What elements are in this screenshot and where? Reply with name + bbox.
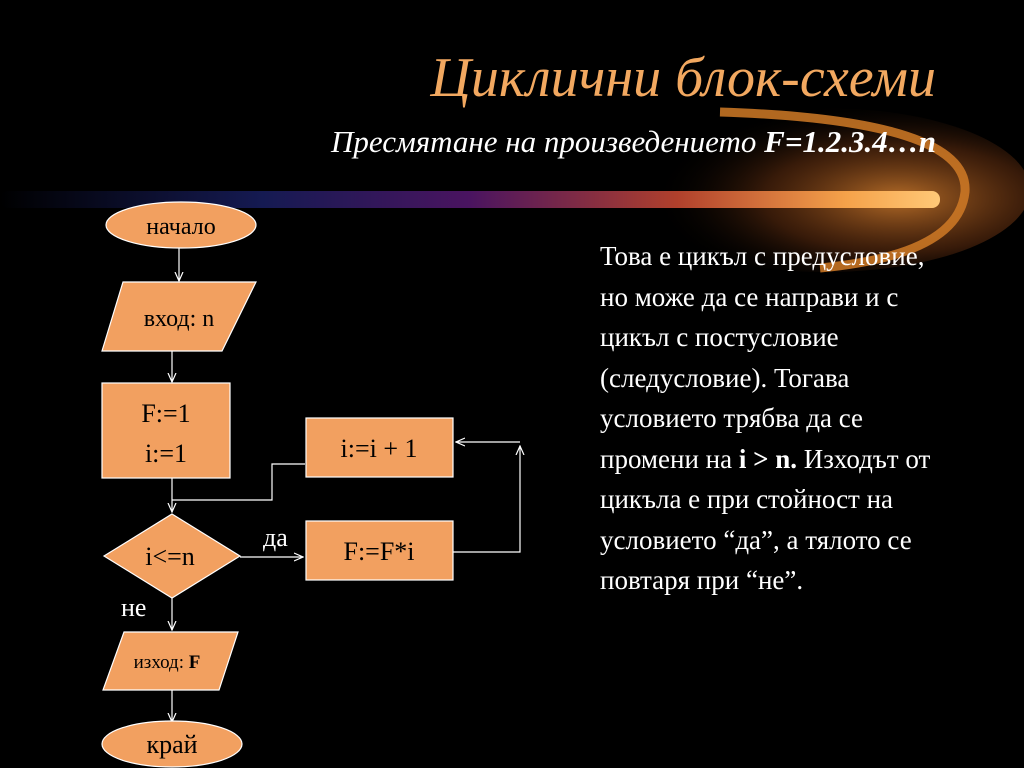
increment-block: i:=i + 1 <box>305 417 454 478</box>
init-block: F:=1 i:=1 <box>101 382 231 479</box>
explanation-part2: Изходът от цикъла е при стойност на усло… <box>600 443 931 596</box>
condition-label: i<=n <box>145 542 195 571</box>
output-prefix: изход: <box>134 652 189 673</box>
slide-title: Циклични блок-схеми <box>430 47 936 109</box>
increment-label: i:=i + 1 <box>341 434 418 463</box>
subtitle-formula: F=1.2.3.4…n <box>764 124 936 159</box>
body-label: F:=F*i <box>343 537 414 566</box>
orange-glow <box>620 108 1024 272</box>
condition-diamond: i<=n <box>102 513 242 599</box>
start-terminal: начало <box>105 201 257 249</box>
explanation-text: Това е цикъл с предусловие, но може да с… <box>600 236 945 601</box>
connector-body-loop-up <box>453 446 520 553</box>
init-line2: i:=1 <box>145 439 187 468</box>
end-terminal: край <box>101 720 243 768</box>
connector-increment-return <box>172 463 305 501</box>
explanation-part1: Това е цикъл с предусловие, но може да с… <box>600 241 925 474</box>
output-label: изход: F <box>134 652 201 673</box>
init-line1: F:=1 <box>141 399 190 428</box>
slide-subtitle: Пресмятане на произведението F=1.2.3.4…n <box>331 126 936 157</box>
decorative-band <box>0 191 940 208</box>
output-var: F <box>189 652 201 673</box>
end-label: край <box>146 730 197 759</box>
input-block: вход: n <box>101 281 257 352</box>
input-label: вход: n <box>144 306 215 332</box>
orange-swoosh <box>719 107 970 273</box>
body-block: F:=F*i <box>305 520 454 581</box>
yes-label: да <box>263 523 288 552</box>
subtitle-text: Пресмятане на произведението <box>330 124 765 159</box>
output-block: изход: F <box>102 631 239 691</box>
start-label: начало <box>146 214 215 240</box>
explanation-condition: i > n. <box>738 443 797 474</box>
no-label: не <box>121 593 146 622</box>
